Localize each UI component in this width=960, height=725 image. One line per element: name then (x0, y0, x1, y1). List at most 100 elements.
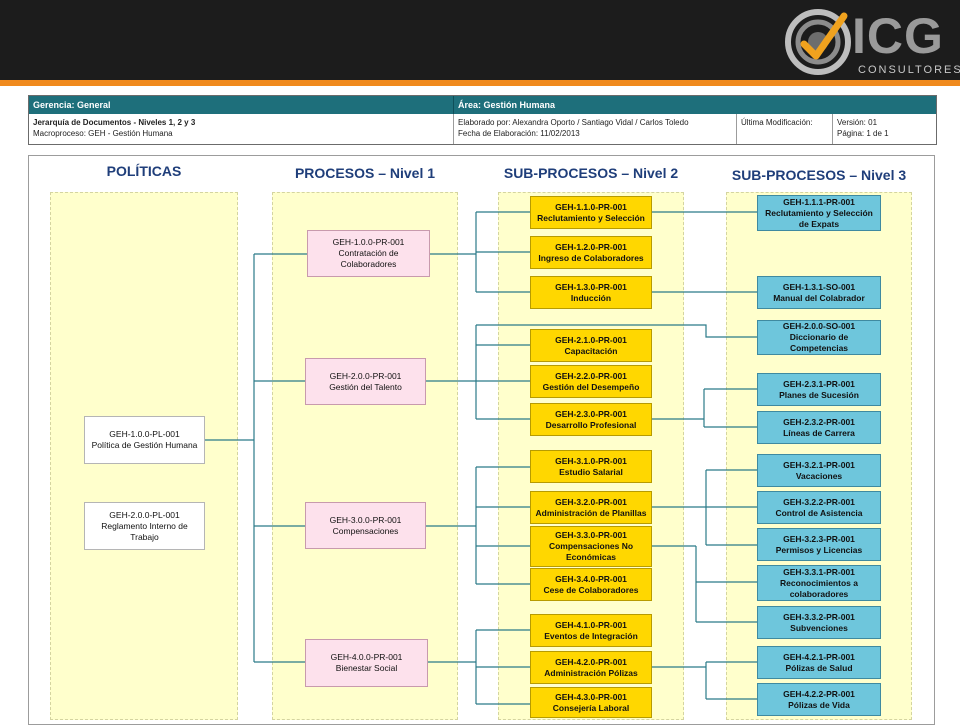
node-title: Contratación de Colaboradores (338, 248, 399, 269)
node-code: GEH-2.3.1-PR-001 (783, 378, 855, 389)
node-level3-4-2-2: GEH-4.2.2-PR-001 Pólizas de Vida (757, 683, 881, 716)
node-title: Cese de Colaboradores (543, 584, 639, 595)
node-code: GEH-2.2.0-PR-001 (555, 370, 627, 381)
node-level2-3-4: GEH-3.4.0-PR-001 Cese de Colaboradores (530, 568, 652, 601)
node-level3-2-3-1: GEH-2.3.1-PR-001 Planes de Sucesión (757, 373, 881, 406)
node-code: GEH-4.2.2-PR-001 (783, 688, 855, 699)
node-title: Subvenciones (790, 622, 848, 633)
title-cell: Jerarquía de Documentos - Niveles 1, 2 y… (29, 114, 454, 144)
node-title: Política de Gestión Humana (91, 440, 198, 450)
last-modified-label: Última Modificación: (741, 118, 813, 127)
node-title: Compensaciones (332, 525, 399, 536)
node-code: GEH-3.2.2-PR-001 (783, 496, 855, 507)
node-title: Planes de Sucesión (779, 389, 859, 400)
node-process-1: GEH-1.0.0-PR-001 Contratación de Colabor… (307, 230, 430, 277)
node-code: GEH-2.1.0-PR-001 (555, 334, 627, 345)
node-code: GEH-1.3.1-SO-001 (782, 281, 856, 292)
node-title: Estudio Salarial (559, 466, 623, 477)
gerencia-cell: Gerencia: General (29, 96, 454, 114)
node-level2-1-2: GEH-1.2.0-PR-001 Ingreso de Colaboradore… (530, 236, 652, 269)
node-code: GEH-3.2.3-PR-001 (783, 533, 855, 544)
node-level2-1-3: GEH-1.3.0-PR-001 Inducción (530, 276, 652, 309)
node-level3-3-2-3: GEH-3.2.3-PR-001 Permisos y Licencias (757, 528, 881, 561)
node-title: Capacitación (564, 345, 618, 356)
node-code: GEH-2.0.0-PL-001 (109, 509, 180, 520)
node-code: GEH-4.0.0-PR-001 (330, 652, 403, 662)
header-info-row: Jerarquía de Documentos - Niveles 1, 2 y… (29, 114, 936, 144)
version-cell: Versión: 01 Página: 1 de 1 (833, 114, 936, 144)
node-level2-4-1: GEH-4.1.0-PR-001 Eventos de Integración (530, 614, 652, 647)
node-code: GEH-3.2.0-PR-001 (555, 496, 627, 507)
node-level3-3-2-2: GEH-3.2.2-PR-001 Control de Asistencia (757, 491, 881, 524)
node-code: GEH-2.3.0-PR-001 (555, 408, 627, 419)
column-title-sub2: SUB-PROCESOS – Nivel 2 (503, 165, 679, 181)
logo-swirl-icon (785, 9, 851, 75)
header-banner-row: Gerencia: General Área: Gestión Humana (29, 96, 936, 114)
node-code: GEH-3.0.0-PR-001 (329, 514, 402, 525)
node-level2-2-3: GEH-2.3.0-PR-001 Desarrollo Profesional (530, 403, 652, 436)
node-code: GEH-2.3.2-PR-001 (783, 416, 855, 427)
column-procesos (272, 192, 458, 720)
node-title: Diccionario de Competencias (789, 332, 849, 353)
node-code: GEH-2.0.0-SO-001 (782, 321, 856, 331)
node-title: Consejería Laboral (552, 702, 630, 713)
node-code: GEH-1.0.0-PR-001 (332, 237, 405, 247)
node-level3-3-3-2: GEH-3.3.2-PR-001 Subvenciones (757, 606, 881, 639)
node-level2-2-1: GEH-2.1.0-PR-001 Capacitación (530, 329, 652, 362)
node-level2-2-2: GEH-2.2.0-PR-001 Gestión del Desempeño (530, 365, 652, 398)
node-process-2: GEH-2.0.0-PR-001 Gestión del Talento (305, 358, 426, 405)
node-title: Pólizas de Salud (785, 662, 853, 673)
node-title: Bienestar Social (335, 663, 398, 673)
node-code: GEH-1.1.1-PR-001 (783, 196, 855, 207)
node-title: Eventos de Integración (544, 630, 638, 641)
node-title: Líneas de Carrera (783, 427, 855, 438)
fecha-label: Fecha de Elaboración: 11/02/2013 (458, 129, 580, 138)
node-title: Reclutamiento y Selección de Expats (765, 207, 873, 229)
macroproceso-label: Macroproceso: GEH - Gestión Humana (33, 129, 173, 138)
node-code: GEH-1.3.0-PR-001 (555, 281, 627, 292)
node-title: Gestión del Desempeño (542, 381, 640, 392)
node-title: Inducción (570, 292, 612, 303)
node-title: Reclutamiento y Selección (537, 212, 645, 223)
node-level3-3-2-1: GEH-3.2.1-PR-001 Vacaciones (757, 454, 881, 487)
node-code: GEH-1.1.0-PR-001 (555, 201, 627, 212)
node-title: Administración de Planillas (535, 507, 647, 518)
node-level3-4-2-1: GEH-4.2.1-PR-001 Pólizas de Salud (757, 646, 881, 679)
node-title: Manual del Colabrador (773, 292, 865, 303)
column-title-politicas: POLÍTICAS (106, 163, 182, 179)
node-title: Ingreso de Colaboradores (538, 252, 644, 263)
node-title: Vacaciones (795, 470, 843, 481)
version-label: Versión: 01 (837, 118, 878, 127)
last-modified-cell: Última Modificación: (737, 114, 833, 144)
authors-cell: Elaborado por: Alexandra Oporto / Santia… (454, 114, 737, 144)
elaborado-label: Elaborado por: Alexandra Oporto / Santia… (458, 118, 689, 127)
node-level2-3-1: GEH-3.1.0-PR-001 Estudio Salarial (530, 450, 652, 483)
brand-name: ICG (852, 8, 944, 64)
node-title: Desarrollo Profesional (545, 419, 637, 430)
document-header: Gerencia: General Área: Gestión Humana J… (28, 95, 937, 145)
node-level2-4-2: GEH-4.2.0-PR-001 Administración Pólizas (530, 651, 652, 684)
node-title: Administración Pólizas (544, 667, 638, 678)
node-policy-1: GEH-1.0.0-PL-001 Política de Gestión Hum… (84, 416, 205, 464)
page-label: Página: 1 de 1 (837, 129, 889, 138)
node-title: Reconocimientos a colaboradores (780, 577, 858, 599)
node-code: GEH-3.3.0-PR-001 (555, 530, 627, 540)
accent-divider (0, 80, 960, 86)
node-title: Control de Asistencia (775, 507, 863, 518)
node-level3-1-1-1: GEH-1.1.1-PR-001 Reclutamiento y Selecci… (757, 195, 881, 231)
node-level3-3-3-1: GEH-3.3.1-PR-001 Reconocimientos a colab… (757, 565, 881, 601)
node-title: Compensaciones No Económicas (548, 541, 634, 562)
node-code: GEH-4.2.0-PR-001 (555, 656, 627, 667)
node-code: GEH-2.0.0-PR-001 (329, 370, 402, 381)
node-level2-3-3: GEH-3.3.0-PR-001 Compensaciones No Econó… (530, 526, 652, 567)
node-level3-2-3-2: GEH-2.3.2-PR-001 Líneas de Carrera (757, 411, 881, 444)
column-title-procesos: PROCESOS – Nivel 1 (294, 165, 436, 181)
node-title: Pólizas de Vida (788, 699, 850, 710)
node-code: GEH-4.2.1-PR-001 (783, 651, 855, 662)
node-title: Permisos y Licencias (775, 544, 863, 555)
column-title-sub3: SUB-PROCESOS – Nivel 3 (731, 167, 907, 183)
node-process-3: GEH-3.0.0-PR-001 Compensaciones (305, 502, 426, 549)
node-level2-3-2: GEH-3.2.0-PR-001 Administración de Plani… (530, 491, 652, 524)
node-code: GEH-3.2.1-PR-001 (783, 459, 855, 470)
node-code: GEH-1.0.0-PL-001 (109, 429, 180, 439)
